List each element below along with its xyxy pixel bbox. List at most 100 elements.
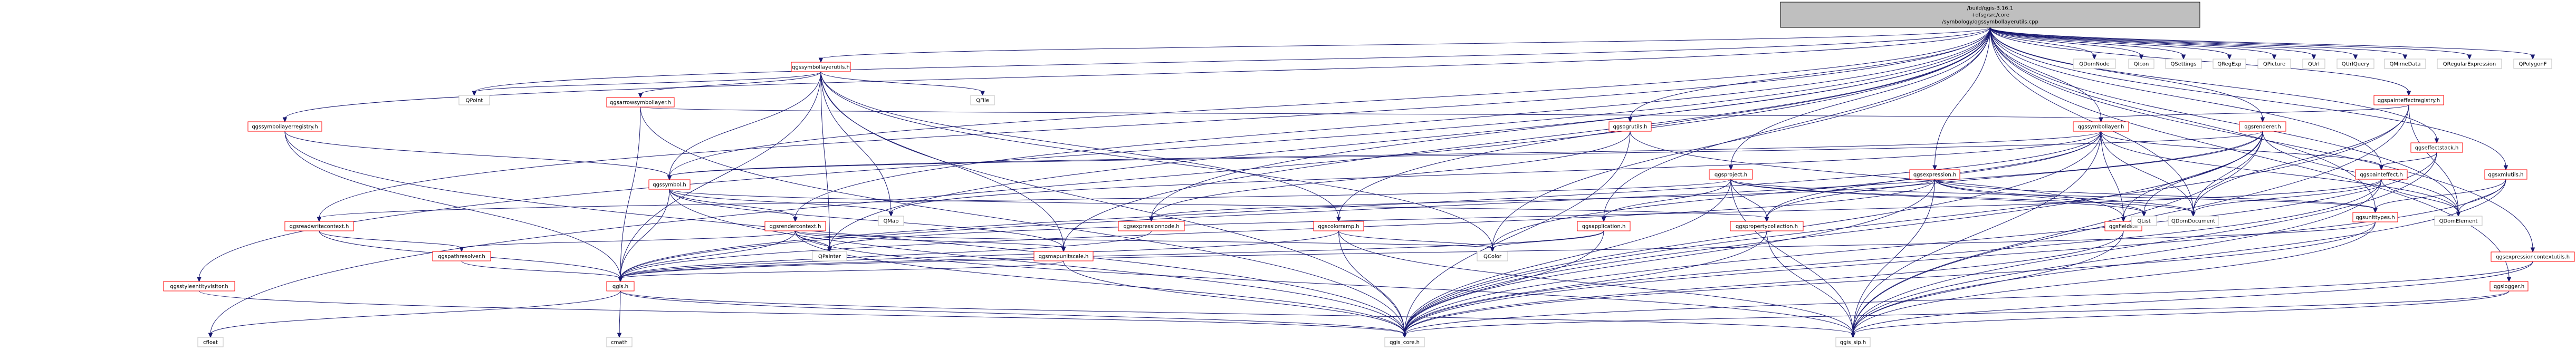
node-label: qgsexpressionnode.h	[1123, 224, 1179, 230]
node-label: qgssymbollayerregistry.h	[252, 124, 318, 130]
node-qgsunittypes[interactable]: qgsunittypes.h	[2352, 212, 2398, 222]
edge-qgsunittypes-to-qgis_core	[1402, 221, 2376, 338]
edge-root-to-qgssymbollayerregistry	[282, 27, 1990, 123]
node-label: qgsfields.h	[2109, 224, 2138, 230]
edge-qgsexpression-to-QDomDocument	[1935, 179, 2196, 217]
node-qgsmapunitscale[interactable]: qgsmapunitscale.h	[1033, 251, 1094, 261]
node-label: QMimeData	[2389, 62, 2420, 67]
node-qgsapplication[interactable]: qgsapplication.h	[1577, 221, 1631, 231]
edge-qgsexpression-to-qgsunittypes	[1935, 179, 2378, 213]
edge-qgssymbollayerutils-to-QMap	[820, 71, 894, 217]
edge-qgspainteffectregistry-to-qgssymbollayer	[2099, 104, 2409, 123]
node-qgslogger[interactable]: qgslogger.h	[2489, 281, 2529, 291]
node-qgseffectstack[interactable]: qgseffectstack.h	[2410, 142, 2463, 153]
node-label: qgssymbollayerutils.h	[792, 65, 850, 71]
edge-root-to-QRegularExpression	[1990, 27, 2472, 60]
node-QPicture: QPicture	[2257, 59, 2291, 69]
edge-qgssymbol-to-QMap	[669, 189, 894, 217]
node-label: qgsrenderer.h	[2244, 124, 2281, 130]
node-QDomElement: QDomElement	[2434, 216, 2483, 226]
edge-root-to-qgssymbollayerutils	[818, 27, 1990, 63]
edge-qgssymbol-to-qgsrendercontext	[669, 189, 798, 222]
node-label: QList	[2137, 219, 2150, 225]
node-qgsproject[interactable]: qgsproject.h	[1709, 169, 1753, 180]
node-label: qgssymbollayer.h	[2078, 124, 2124, 130]
edge-root-to-QIcon	[1990, 27, 2144, 60]
node-qgspropertycollection[interactable]: qgspropertycollection.h	[1730, 221, 1804, 231]
node-qgscolorramp[interactable]: qgscolorramp.h	[1313, 221, 1364, 231]
edge-qgsrendercontext-to-qgsmapunitscale	[795, 230, 1066, 252]
edge-qgsrenderer-to-qgssymbol	[667, 131, 2263, 181]
node-qgsreadwritecontext[interactable]: qgsreadwritecontext.h	[284, 221, 354, 231]
node-qgsexpression[interactable]: qgsexpression.h	[1909, 169, 1960, 180]
node-label: QDomNode	[2079, 62, 2110, 67]
edge-qgssymbollayer-to-qgspainteffect	[2101, 131, 2384, 171]
edge-root-to-QDomElement	[1990, 27, 2461, 217]
node-label: qgsogrutils.h	[1613, 124, 1647, 130]
edge-root-to-qgsmapunitscale	[1061, 27, 1990, 252]
node-qgsrenderer[interactable]: qgsrenderer.h	[2239, 121, 2286, 132]
edge-qgis-to-qgis_core	[620, 290, 1407, 338]
edge-qgsexpression-to-qgsexpressionnode	[1149, 179, 1935, 222]
node-qgspathresolver[interactable]: qgspathresolver.h	[432, 251, 491, 261]
edge-qgsrendercontext-to-QPainter	[795, 230, 832, 252]
edge-root-to-QColor	[1490, 27, 1990, 252]
node-qgsexpressioncontextutils[interactable]: qgsexpressioncontextutils.h	[2491, 251, 2575, 262]
edge-qgseffectstack-to-qgis_core	[1402, 152, 2437, 338]
edge-qgsexpression-to-qgis_sip	[1851, 179, 1935, 338]
node-qgsstyleentityvisitor[interactable]: qgsstyleentityvisitor.h	[163, 281, 235, 291]
edge-qgsproject-to-qgsapplication	[1601, 179, 1731, 222]
edge-qgssymbollayerutils-to-QFile	[820, 71, 985, 96]
node-label: qgspainteffect.h	[2360, 172, 2403, 178]
node-qgis_sip: qgis_sip.h	[1835, 337, 1871, 347]
edge-qgsexpression-to-QList	[1935, 179, 2147, 217]
node-qgsogrutils[interactable]: qgsogrutils.h	[1608, 121, 1652, 132]
edge-qgsexpressioncontextutils-to-qgis_sip	[1851, 261, 2533, 338]
node-QMap: QMap	[878, 216, 904, 226]
edge-qgspainteffect-to-QPainter	[827, 179, 2382, 252]
node-label: qgsreadwritecontext.h	[290, 224, 349, 230]
node-label: qgssymbol.h	[653, 182, 686, 188]
root-file-path-line: /symbology/qgssymbollayerutils.cpp	[1942, 20, 2038, 25]
node-label: QRegularExpression	[2443, 62, 2496, 67]
node-qgspainteffect[interactable]: qgspainteffect.h	[2355, 169, 2408, 180]
node-qgssymbollayer[interactable]: qgssymbollayer.h	[2073, 121, 2129, 132]
edge-qgsarrowsymbollayer-to-qgis	[618, 106, 641, 283]
edge-qgseffectstack-to-qgspainteffect	[2379, 152, 2437, 171]
edge-qgsproject-to-qgis_core	[1402, 179, 1731, 338]
node-qgssymbol[interactable]: qgssymbol.h	[648, 179, 691, 190]
edge-qgspainteffectregistry-to-QDomElement	[2408, 104, 2461, 217]
node-qgis[interactable]: qgis.h	[606, 281, 635, 291]
node-qgspainteffectregistry[interactable]: qgspainteffectregistry.h	[2373, 95, 2444, 105]
node-label: QMap	[884, 219, 899, 225]
node-qgssymbollayerutils[interactable]: qgssymbollayerutils.h	[791, 62, 851, 72]
node-label: qgslogger.h	[2494, 284, 2524, 290]
node-label: qgspainteffectregistry.h	[2378, 98, 2440, 104]
root-file-node: /build/qgis-3.16.1+dfsg/src/core/symbolo…	[1780, 2, 2200, 28]
edge-qgsproject-to-qgsreadwritecontext	[317, 179, 1731, 222]
edge-qgsrenderer-to-qgis_core	[1402, 131, 2263, 338]
edge-qgis-to-cmath	[617, 290, 622, 338]
node-QSettings: QSettings	[2165, 59, 2202, 69]
node-cfloat: cfloat	[197, 337, 224, 347]
node-QPoint: QPoint	[458, 95, 490, 105]
edge-qgsogrutils-to-qgis_core	[1402, 131, 1631, 338]
node-qgsxmlutils[interactable]: qgsxmlutils.h	[2484, 169, 2527, 180]
node-qgsexpressionnode[interactable]: qgsexpressionnode.h	[1118, 221, 1185, 231]
edge-root-to-qgsexpressionnode	[1149, 27, 1990, 222]
edge-qgsrenderer-to-qgis	[618, 131, 2263, 283]
node-label: QPoint	[466, 98, 483, 104]
node-qgsarrowsymbollayer[interactable]: qgsarrowsymbollayer.h	[606, 97, 675, 108]
node-label: qgsunittypes.h	[2355, 215, 2395, 221]
edge-qgsogrutils-to-qgsexpressionnode	[1149, 131, 1631, 222]
edge-qgsreadwritecontext-to-qgspathresolver	[319, 230, 464, 252]
edge-qgspropertycollection-to-qgis_core	[1402, 230, 1767, 338]
edge-root-to-QMimeData	[1990, 27, 2408, 60]
node-QPainter: QPainter	[812, 251, 847, 261]
edge-qgssymbollayerregistry-to-qgssymbol	[284, 131, 672, 181]
edge-qgis-to-cfloat	[208, 290, 621, 338]
node-qgsrendercontext[interactable]: qgsrendercontext.h	[764, 221, 826, 231]
node-cmath: cmath	[606, 337, 633, 347]
node-label: QUrlQuery	[2342, 62, 2370, 67]
node-qgssymbollayerregistry[interactable]: qgssymbollayerregistry.h	[247, 121, 322, 132]
